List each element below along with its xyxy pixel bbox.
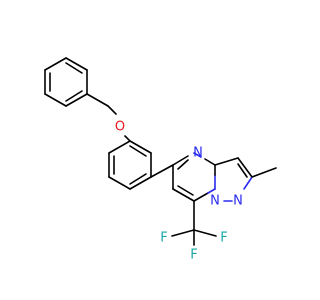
- molecule-diagram: O: [44, 57, 277, 263]
- fluorine-right-label: F: [220, 231, 227, 246]
- fluorine-bottom-label: F: [190, 248, 197, 263]
- structure-canvas: O: [44, 57, 277, 263]
- pyrimidine-nitrogen-label: N: [193, 146, 203, 161]
- pyrazole-nitrogen-label: N: [233, 194, 243, 209]
- aryl-aryl-bond: [150, 164, 174, 178]
- pyrazole-ring: N: [214, 157, 253, 209]
- pyrimidine-ring: N N: [172, 146, 220, 209]
- phenylene-ring: [108, 140, 152, 190]
- bridge-nitrogen-label: N: [210, 194, 220, 209]
- methylene-linker: [86, 93, 109, 107]
- trifluoromethyl-group: F F F: [160, 200, 228, 263]
- fluorine-left-label: F: [160, 231, 167, 246]
- benzyl-phenyl-ring: [44, 57, 88, 107]
- oxygen-label: O: [115, 120, 125, 135]
- ether-oxygen: O: [107, 105, 131, 142]
- methyl-group: [251, 167, 277, 178]
